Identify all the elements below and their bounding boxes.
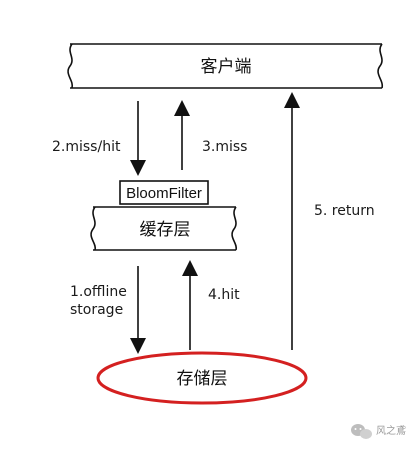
edge-miss-hit-label: 2.miss/hit	[52, 139, 121, 155]
edge-offline-label-1: 1.offline	[70, 284, 127, 300]
client-label: 客户端	[201, 57, 252, 77]
storage-node: 存储层	[96, 351, 308, 405]
client-node: 客户端	[67, 43, 384, 89]
edge-return-label: 5. return	[314, 203, 375, 219]
bloom-filter-node: BloomFilter	[119, 180, 209, 205]
edge-offline-storage: 1.offline storage	[70, 266, 146, 354]
edge-miss: 3.miss	[174, 100, 247, 170]
edge-miss-hit: 2.miss/hit	[52, 101, 146, 176]
edge-offline-label-2: storage	[70, 302, 123, 318]
wechat-icon	[351, 424, 372, 439]
edge-hit-label: 4.hit	[208, 287, 240, 303]
watermark-text: 风之鳶	[376, 424, 406, 437]
cache-node: 缓存层	[90, 206, 238, 251]
bloom-filter-label: BloomFilter	[126, 185, 202, 202]
edge-miss-label: 3.miss	[202, 139, 247, 155]
watermark: 风之鳶	[351, 424, 406, 439]
edge-hit: 4.hit	[182, 260, 240, 350]
cache-label: 缓存层	[140, 220, 191, 240]
storage-label: 存储层	[177, 369, 228, 389]
edge-return: 5. return	[284, 92, 375, 350]
